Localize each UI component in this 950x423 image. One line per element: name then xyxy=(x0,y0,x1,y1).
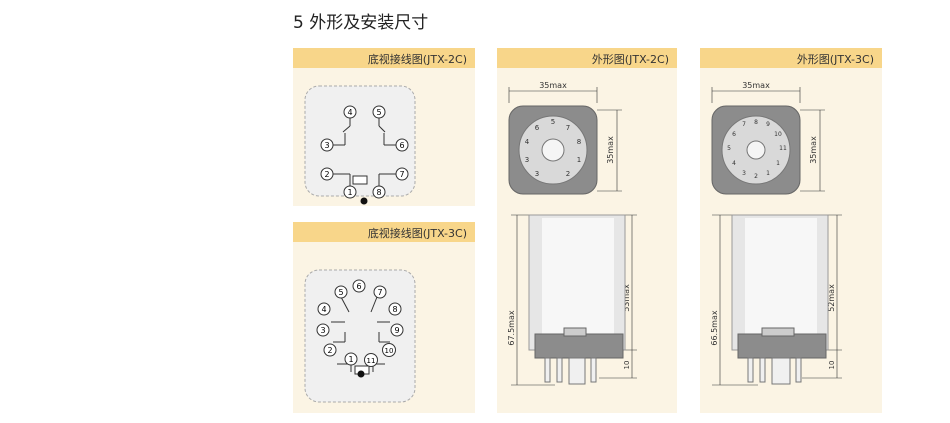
body-height-dim: 52max xyxy=(827,284,836,312)
socket-pin: 8 xyxy=(577,138,581,146)
pin-length-dim: 10 xyxy=(828,361,836,370)
socket-pin: 1 xyxy=(577,156,581,164)
pin-6: 6 xyxy=(399,141,404,150)
socket-pin: 3 xyxy=(525,156,529,164)
pin-6: 6 xyxy=(356,282,361,291)
outline-panel-3c: 外形图(JTX-3C) 35max 35max 7 8 9 6 10 5 11 … xyxy=(700,48,882,413)
pin-3: 3 xyxy=(324,141,329,150)
pin-length-dim: 10 xyxy=(623,361,631,370)
socket-pin: 4 xyxy=(525,138,530,146)
pin-labels-2c: 4 5 3 6 2 7 1 8 xyxy=(320,105,409,199)
key-dot xyxy=(360,197,368,205)
socket-pins-3c: 7 8 9 6 10 5 11 4 1 3 2 1 xyxy=(727,119,787,180)
socket-pin: 6 xyxy=(732,131,736,138)
outline-panel-2c: 外形图(JTX-2C) 35max 35max 6 5 7 4 8 3 1 3 … xyxy=(497,48,677,413)
pin-3: 3 xyxy=(320,326,325,335)
relay-base xyxy=(534,333,624,359)
pin-8: 8 xyxy=(376,188,381,197)
total-height-dim: 67.5max xyxy=(507,310,516,346)
socket-pin: 4 xyxy=(732,160,736,167)
pin-7: 7 xyxy=(377,288,382,297)
socket-pin: 2 xyxy=(566,170,570,178)
panel-header: 底视接线图(JTX-2C) xyxy=(293,48,475,68)
socket-pin: 1 xyxy=(776,160,780,167)
socket-pin: 5 xyxy=(727,145,731,152)
panel-header: 外形图(JTX-3C) xyxy=(700,48,882,68)
wiring-diagram-2c: 4 5 3 6 2 7 1 8 xyxy=(304,85,416,205)
top-width-dim: 35max xyxy=(539,81,567,90)
pin-7: 7 xyxy=(399,170,404,179)
socket-pin: 3 xyxy=(742,170,746,177)
pin-1: 1 xyxy=(348,355,353,364)
pin-labels-3c: 5 6 7 4 8 3 9 2 10 1 11 xyxy=(316,279,404,367)
socket-pin: 3 xyxy=(535,170,539,178)
pin-5: 5 xyxy=(338,288,343,297)
wiring-panel-3c: 底视接线图(JTX-3C) 5 6 7 4 8 3 9 2 10 1 11 xyxy=(293,222,475,413)
pin-9: 9 xyxy=(394,326,399,335)
socket-pin: 6 xyxy=(535,124,540,132)
panel-title: 外形图(JTX-3C) xyxy=(796,53,874,66)
pin-4: 4 xyxy=(347,108,352,117)
panel-header: 外形图(JTX-2C) xyxy=(497,48,677,68)
top-height-dim: 35max xyxy=(606,136,615,164)
socket-pin: 5 xyxy=(551,118,555,126)
socket-pin: 2 xyxy=(754,173,758,180)
pin-2: 2 xyxy=(324,170,329,179)
relay-pins xyxy=(544,357,597,385)
pin-10: 10 xyxy=(385,347,394,355)
socket-pin: 11 xyxy=(779,145,787,152)
socket-pin: 7 xyxy=(566,124,570,132)
section-title: 5 外形及安装尺寸 xyxy=(293,13,429,33)
key-dot xyxy=(357,370,365,378)
pin-1: 1 xyxy=(347,188,352,197)
socket-pin: 1 xyxy=(766,170,770,177)
wiring-panel-2c: 底视接线图(JTX-2C) 4 5 3 6 2 7 1 8 xyxy=(293,48,475,206)
pin-8: 8 xyxy=(392,305,397,314)
panel-title: 底视接线图(JTX-2C) xyxy=(367,53,467,66)
body-height-dim: 53max xyxy=(622,284,631,312)
socket-pin: 7 xyxy=(742,121,746,128)
top-height-dim: 35max xyxy=(809,136,818,164)
relay-base xyxy=(737,333,827,359)
pin-4: 4 xyxy=(321,305,326,314)
total-height-dim: 66.5max xyxy=(710,310,719,346)
outline-drawing-3c: 35max 35max 7 8 9 6 10 5 11 4 1 3 2 1 66… xyxy=(710,81,842,386)
pin-11: 11 xyxy=(367,357,376,365)
panel-title: 底视接线图(JTX-3C) xyxy=(367,227,467,240)
relay-pins xyxy=(747,357,802,385)
top-width-dim: 35max xyxy=(742,81,770,90)
socket-pins-2c: 6 5 7 4 8 3 1 3 2 xyxy=(525,118,581,178)
wiring-diagram-3c: 5 6 7 4 8 3 9 2 10 1 11 xyxy=(304,269,416,403)
outline-drawing-2c: 35max 35max 6 5 7 4 8 3 1 3 2 67.5max 53… xyxy=(507,81,637,386)
socket-pin: 10 xyxy=(774,131,782,138)
panel-header: 底视接线图(JTX-3C) xyxy=(293,222,475,242)
socket-pin: 9 xyxy=(766,121,770,128)
panel-title: 外形图(JTX-2C) xyxy=(591,53,669,66)
pin-5: 5 xyxy=(376,108,381,117)
socket-pin: 8 xyxy=(754,119,758,126)
pin-2: 2 xyxy=(327,346,332,355)
